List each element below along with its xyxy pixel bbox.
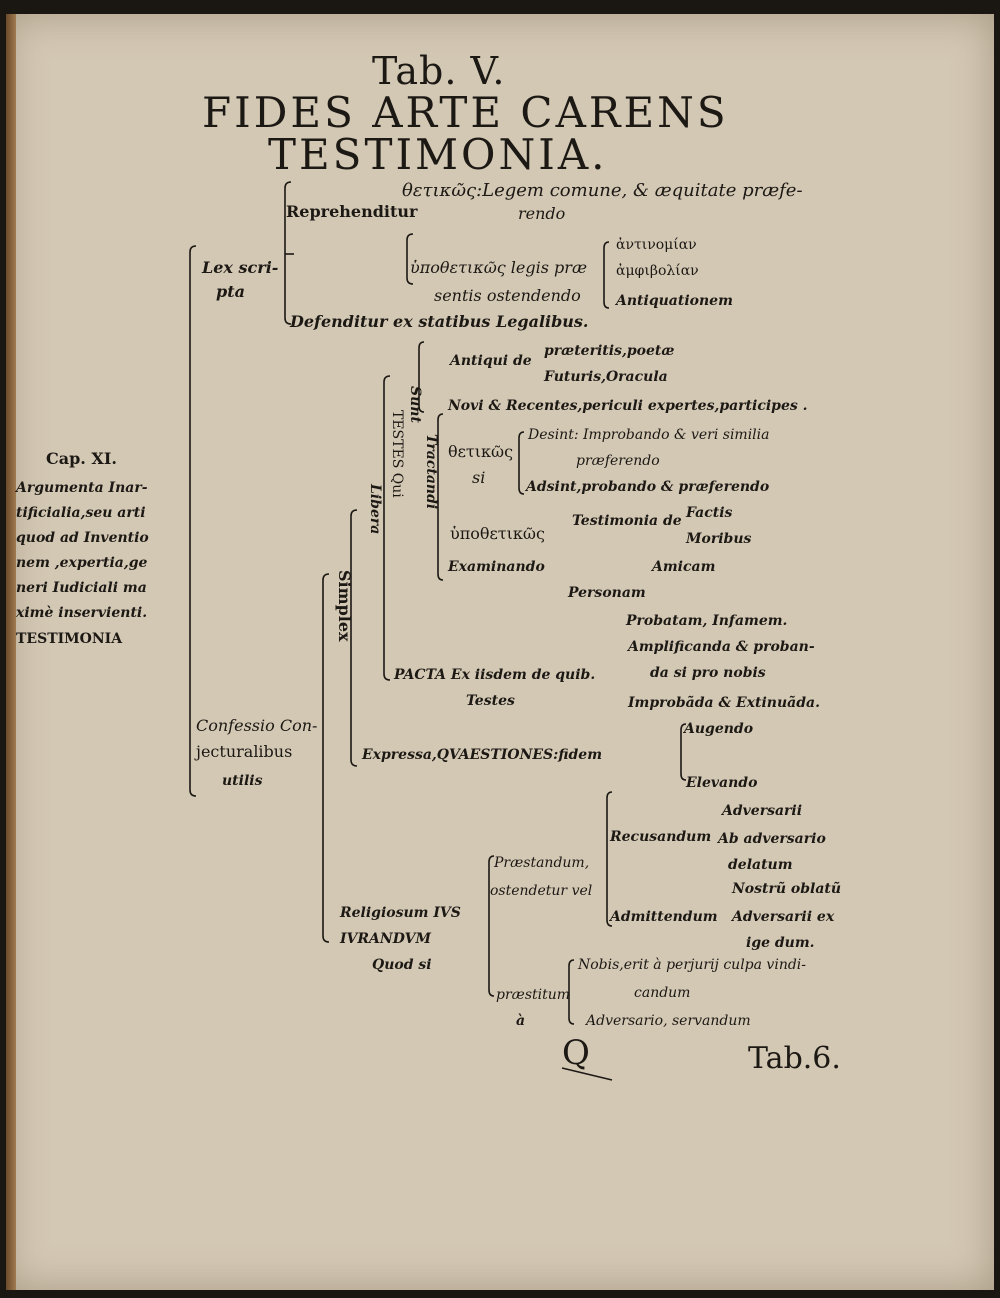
desint-text: Desint: Improbando & veri similia [528, 427, 770, 443]
factis-text: Factis [686, 505, 733, 521]
simplex-label: Simplex [335, 570, 354, 642]
margin-line: nem ,expertia,ge [16, 555, 148, 571]
testes-qui-label: TESTES Qui [389, 410, 405, 498]
augendo-text: Augendo [684, 721, 754, 737]
praestandum-text: ostendetur vel [490, 883, 593, 899]
praeteritis-text: præteritis,poetæ [544, 343, 675, 359]
nobis-text: candum [634, 985, 691, 1001]
futuris-text: Futuris,Oracula [544, 369, 668, 385]
amicam-text: Amicam [652, 559, 716, 575]
probatam-text: Probatam, Infamem. [626, 613, 788, 629]
examinando-text: Examinando [448, 559, 545, 575]
confessio-text: utilis [222, 773, 263, 789]
catchword: Q [562, 1033, 590, 1073]
adsint-text: Adsint,probando & præferendo [526, 479, 770, 495]
religiosum-text: Religiosum IVS [340, 905, 461, 921]
margin-line: neri Iudiciali ma [16, 580, 147, 596]
confessio-text: Confessio Con- [196, 716, 318, 735]
confessio-text: jecturalibus [196, 742, 293, 761]
nobis-text: Nobis,erit à perjurij culpa vindi- [578, 957, 807, 973]
greek-term: ἀντινομίαν [616, 237, 697, 253]
pacta-text: PACTA Ex iisdem de quib. [394, 667, 596, 683]
thetikos-text: rendo [518, 204, 566, 223]
greek-term: Antiquationem [616, 293, 733, 309]
hypothetikos-text: sentis ostendendo [434, 286, 581, 305]
religiosum-text: IVRANDVM [340, 931, 431, 947]
pacta-testes-text: Testes [466, 693, 515, 709]
nostru-text: ige dum. [746, 935, 815, 951]
margin-line: TESTIMONIA [16, 631, 123, 647]
personam-text: Personam [568, 585, 646, 601]
page-spine [6, 14, 16, 1290]
nostru-text: Adversarii ex [732, 909, 835, 925]
thetikos-si-label: θετικῶς [448, 442, 514, 461]
amplificanda-text: da si pro nobis [650, 665, 766, 681]
libera-label: Libera [367, 484, 383, 535]
table-number: Tab. V. [372, 49, 506, 93]
lex-scripta-label: pta [216, 282, 245, 301]
elevando-text: Elevando [686, 775, 758, 791]
expressa-text: Expressa,QVAESTIONES:fidem [362, 747, 603, 763]
praestitum-a-text: à [516, 1013, 526, 1029]
praestandum-text: Præstandum, [494, 855, 590, 871]
greek-term: ἀμφιβολίαν [616, 263, 699, 279]
bracket-lines [189, 181, 687, 1081]
desint-text: præferendo [576, 453, 660, 469]
next-table-ref: Tab.6. [748, 1041, 841, 1076]
sunt-label: Sunt [407, 386, 423, 423]
admittendum-text: Admittendum [610, 909, 718, 925]
nostru-text: Nostrũ oblatũ [732, 881, 842, 897]
religiosum-text: Quod si [372, 957, 432, 973]
testimonia-de-text: Testimonia de [572, 513, 682, 529]
recusandum-text: Recusandum [610, 829, 712, 845]
book-page: Tab. V. FIDES ARTE CARENS TESTIMONIA. Ca… [6, 14, 994, 1290]
moribus-text: Moribus [686, 531, 752, 547]
adversario-text: Adversario, servandum [586, 1013, 751, 1029]
margin-line: quod ad Inventio [16, 530, 149, 546]
defenditur-text: Defenditur ex statibus Legalibus. [290, 312, 589, 331]
lex-scripta-label: Lex scri- [202, 258, 279, 277]
chapter-ref: Cap. XI. [46, 449, 117, 468]
margin-line: ximè inservienti. [16, 605, 148, 621]
antiqui-label: Antiqui de [450, 353, 532, 369]
reprehenditur-label: Reprehenditur [286, 202, 418, 221]
thetikos-si-label: si [472, 468, 486, 487]
novi-text: Novi & Recentes,periculi expertes,partic… [448, 398, 808, 414]
tractandi-label: Tractandi [423, 434, 439, 510]
adversarii-text: delatum [728, 857, 793, 873]
adversarii-text: Adversarii [722, 803, 803, 819]
hypothetikos2-label: ὑποθετικῶς [450, 524, 545, 543]
hypothetikos-text: ὑποθετικῶς legis præ [410, 258, 587, 277]
praestitum-text: præstitum [496, 987, 571, 1003]
page-subtitle: TESTIMONIA. [268, 130, 608, 179]
page-title: FIDES ARTE CARENS [202, 88, 729, 137]
margin-line: Argumenta Inar- [16, 480, 148, 496]
margin-line: tificialia,seu arti [16, 505, 146, 521]
adversarii-text: Ab adversario [718, 831, 826, 847]
thetikos-text: θετικῶς:Legem comune, & æquitate præfe- [402, 180, 803, 201]
amplificanda-text: Amplificanda & proban- [628, 639, 815, 655]
improbanda-text: Improbãda & Extinuãda. [628, 695, 820, 711]
